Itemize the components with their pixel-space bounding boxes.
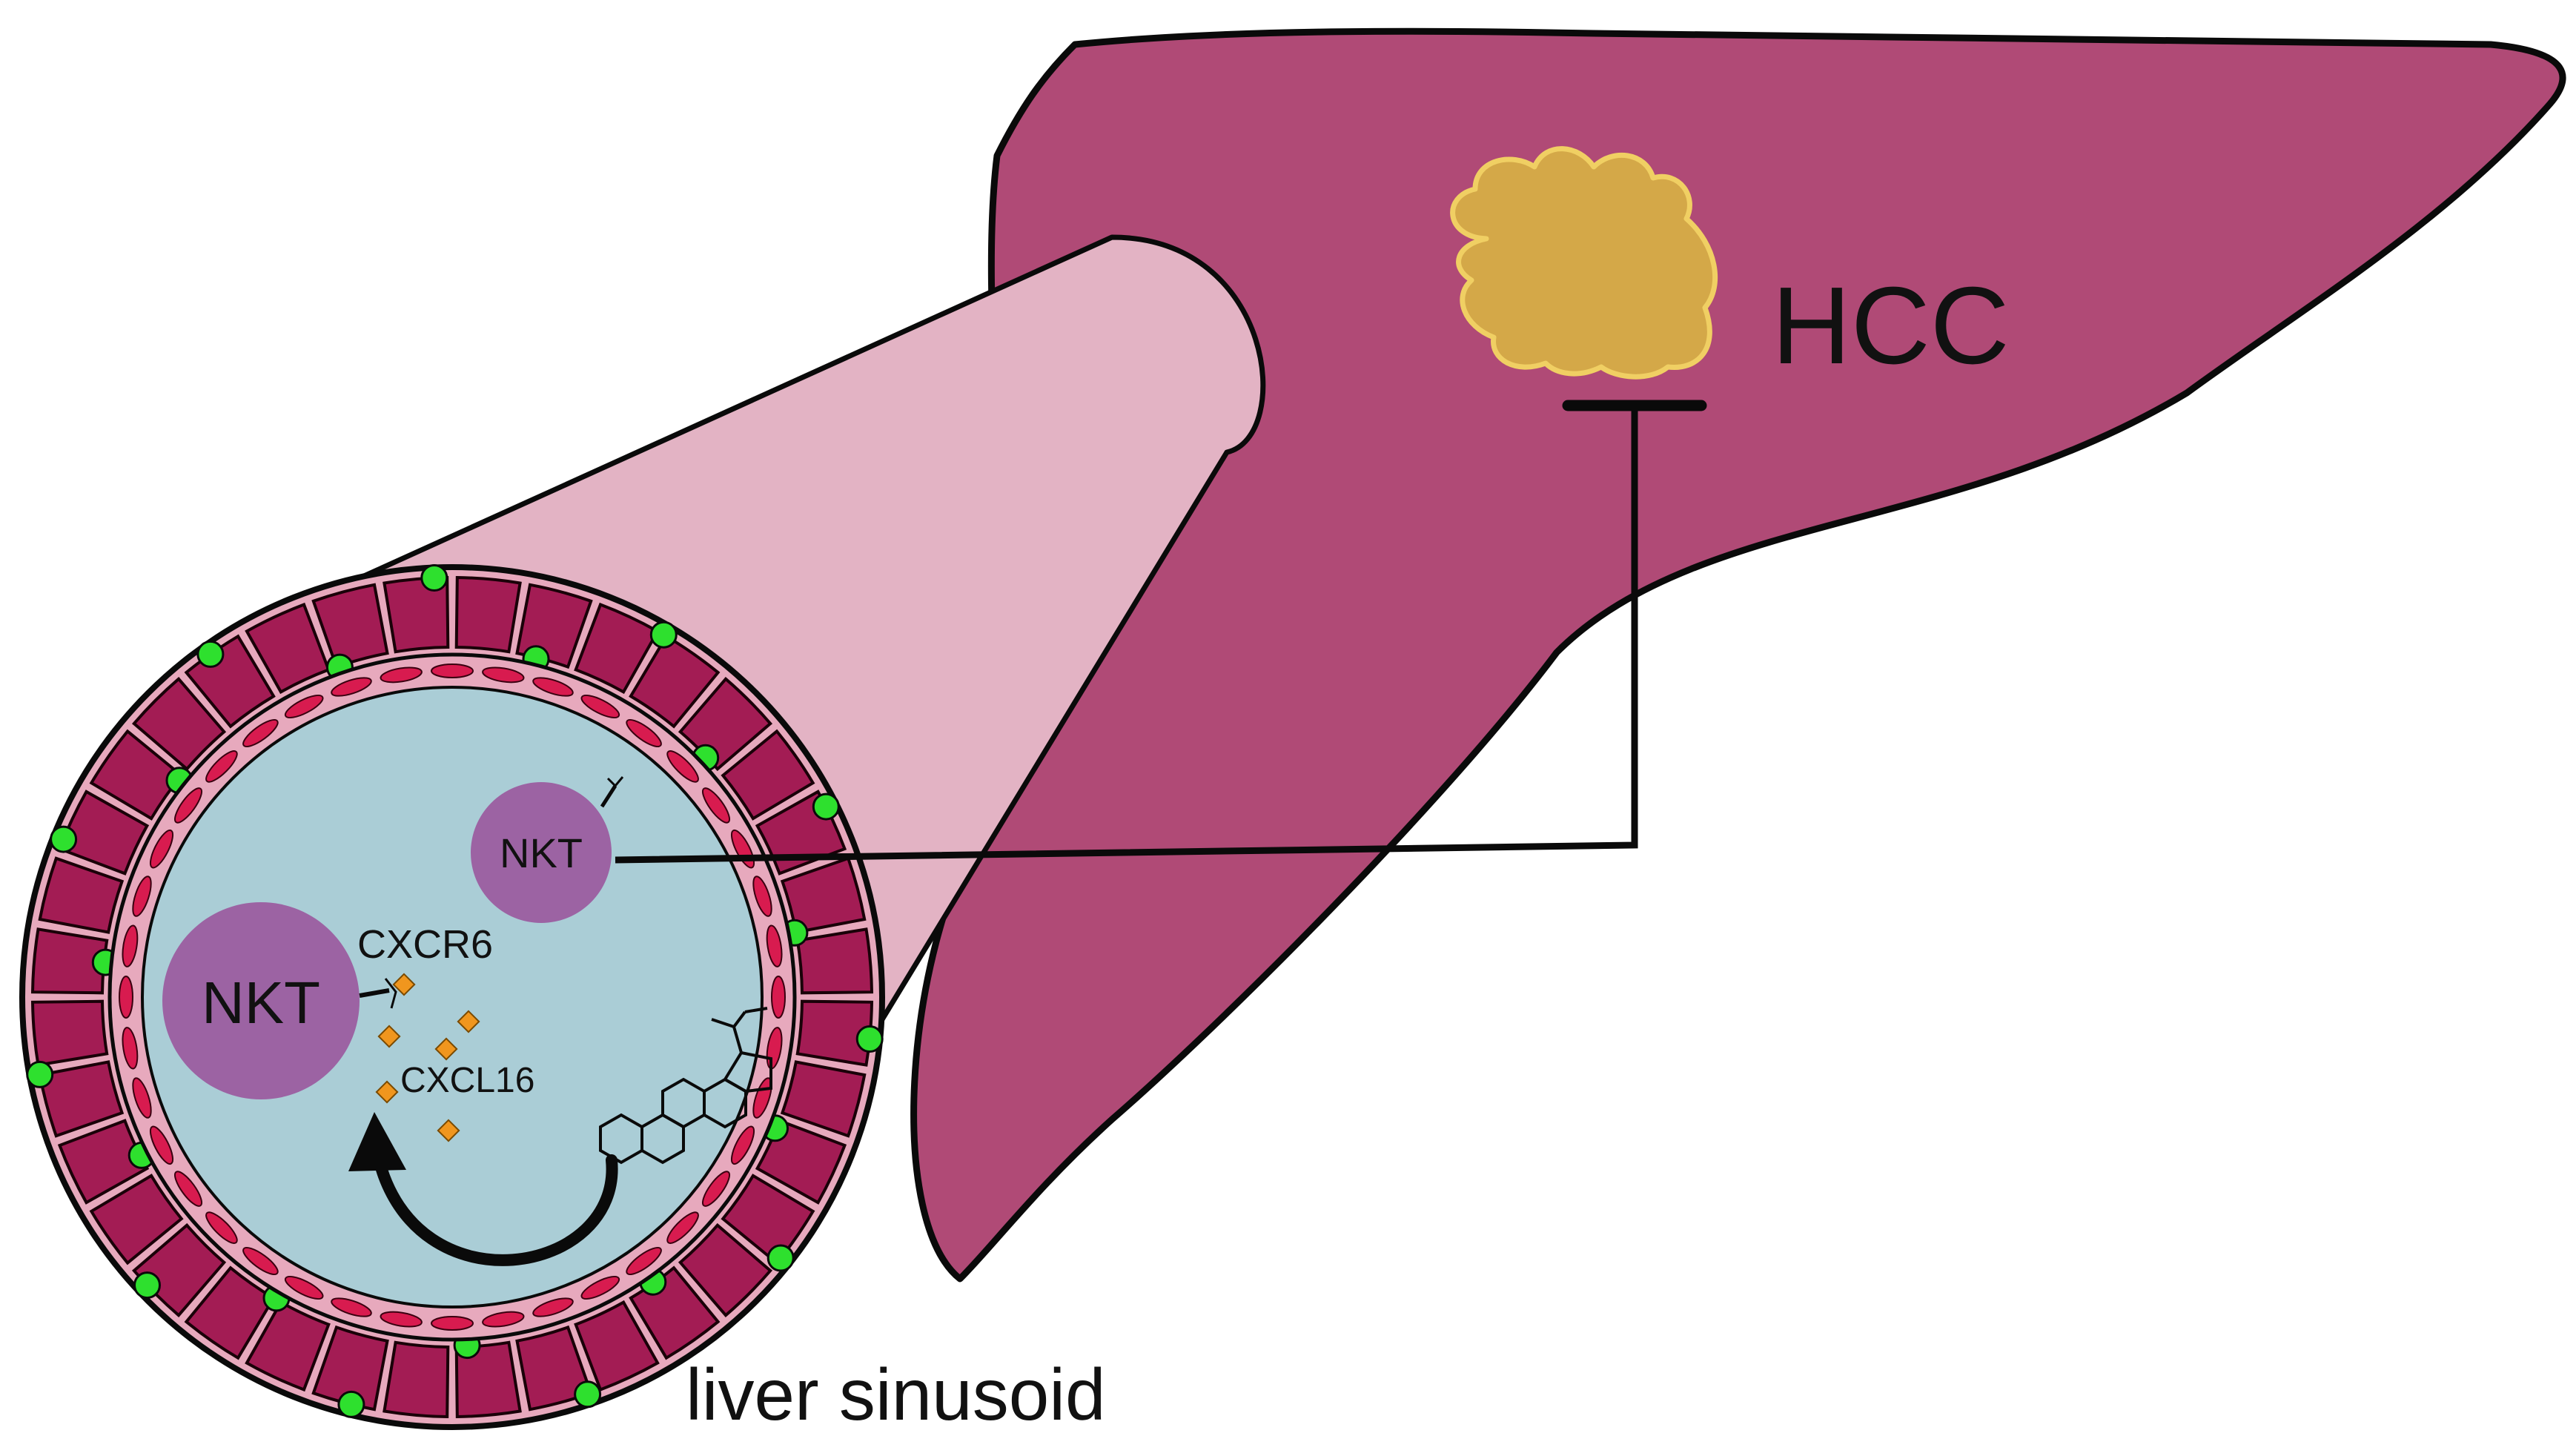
endothelial-cell xyxy=(380,666,423,684)
endothelial-cell xyxy=(580,1275,620,1300)
hepatocyte-cell xyxy=(795,927,874,995)
junction-dots xyxy=(26,564,884,1418)
endothelial-cell xyxy=(284,694,324,719)
hepatocyte-cell xyxy=(780,856,867,934)
hcc-label: HCC xyxy=(1772,265,2010,387)
endothelial-cell xyxy=(132,1077,152,1119)
hepatocyte-cell xyxy=(515,1325,593,1412)
hepatocyte-cell xyxy=(89,729,184,821)
endothelial-cell xyxy=(149,829,174,869)
cxcr6-label: CXCR6 xyxy=(357,922,493,967)
endothelial-cell xyxy=(149,1125,174,1165)
hepatocyte-cell xyxy=(245,1300,331,1392)
hepatocyte-cell xyxy=(678,1222,773,1318)
nkt-large-label: NKT xyxy=(202,970,320,1036)
endothelial-cell xyxy=(331,1297,372,1317)
hepatocyte-cell xyxy=(574,1300,660,1392)
endothelial-cell xyxy=(482,666,525,684)
junction-dot xyxy=(196,640,225,668)
hepatocyte-cell xyxy=(383,575,450,654)
endothelial-cell xyxy=(331,677,372,697)
hepatocyte-cell xyxy=(721,1174,815,1265)
hepatocyte-cell xyxy=(30,999,109,1067)
endothelial-cell xyxy=(482,1311,525,1328)
junction-dot xyxy=(649,621,678,649)
endothelial-cell xyxy=(431,1316,474,1331)
nkt-small-label: NKT xyxy=(500,830,583,876)
endothelial-cell xyxy=(666,750,699,783)
endothelial-cell xyxy=(119,976,133,1019)
hepatocyte-cell xyxy=(780,1060,867,1138)
hepatocyte-cell xyxy=(454,575,522,654)
cxcl16-label: CXCL16 xyxy=(400,1061,534,1100)
endothelial-cell xyxy=(532,677,574,697)
hepatocyte-cell xyxy=(383,1340,450,1419)
endothelial-cell xyxy=(766,924,783,967)
hepatocyte-cell xyxy=(721,729,815,821)
hepatocyte-cell xyxy=(89,1174,184,1265)
junction-dot xyxy=(766,1244,795,1272)
hepatocyte-cell xyxy=(574,602,660,695)
endothelial-ring xyxy=(119,664,786,1331)
junction-dot xyxy=(50,825,78,853)
endothelial-cell xyxy=(380,1311,423,1328)
endothelial-cell xyxy=(580,694,620,719)
nkt-cell-large: NKT xyxy=(162,902,397,1099)
endothelial-cell xyxy=(431,664,474,678)
junction-dot xyxy=(812,792,840,821)
hepatocyte-cell xyxy=(245,602,331,695)
endothelial-cell xyxy=(122,1027,139,1070)
inhibition-connector xyxy=(615,400,1707,864)
liver-shape xyxy=(910,27,2566,1283)
hepatocyte-cell xyxy=(30,927,109,995)
endothelial-cell xyxy=(532,1297,574,1317)
endothelial-cell xyxy=(730,1125,755,1165)
endothelial-cell xyxy=(174,787,202,824)
hepatocyte-cell xyxy=(795,999,874,1067)
hepatocyte-cell xyxy=(629,634,721,729)
endothelial-cell xyxy=(174,1171,202,1207)
endothelial-cell xyxy=(132,876,152,917)
sinusoid-caption: liver sinusoid xyxy=(686,1354,1105,1435)
endothelial-cell xyxy=(242,719,279,747)
hepatocyte-cell xyxy=(38,856,125,934)
hepatocyte-cell xyxy=(454,1340,522,1419)
endothelial-cell xyxy=(666,1211,699,1244)
tumor-cloud-icon xyxy=(1450,146,1718,380)
endothelial-cell xyxy=(205,750,238,783)
curved-arrow-icon xyxy=(348,1112,618,1266)
sinusoid-cross-section xyxy=(19,564,885,1430)
endothelial-cell xyxy=(752,876,772,917)
endothelial-cell xyxy=(771,976,786,1019)
junction-dot xyxy=(26,1060,54,1088)
junction-dot xyxy=(337,1390,365,1418)
junction-dot xyxy=(855,1025,884,1053)
endothelial-cell xyxy=(122,924,139,967)
endothelial-cell xyxy=(242,1247,279,1275)
endothelial-cell xyxy=(702,787,730,824)
junction-dot xyxy=(133,1271,161,1300)
hepatocyte-cell xyxy=(38,1060,125,1138)
cxcl16-particles xyxy=(375,973,480,1142)
nkt-cell-small: NKT xyxy=(471,776,624,923)
junction-dot xyxy=(420,564,448,592)
endothelial-cell xyxy=(626,719,662,747)
endothelial-cell xyxy=(626,1247,662,1275)
steroid-molecule-icon xyxy=(599,1007,772,1165)
endothelial-cell xyxy=(702,1171,730,1207)
junction-dot xyxy=(574,1380,602,1409)
endothelial-cell xyxy=(284,1275,324,1300)
endothelial-cell xyxy=(205,1211,238,1244)
hepatocyte-cell xyxy=(131,676,227,772)
